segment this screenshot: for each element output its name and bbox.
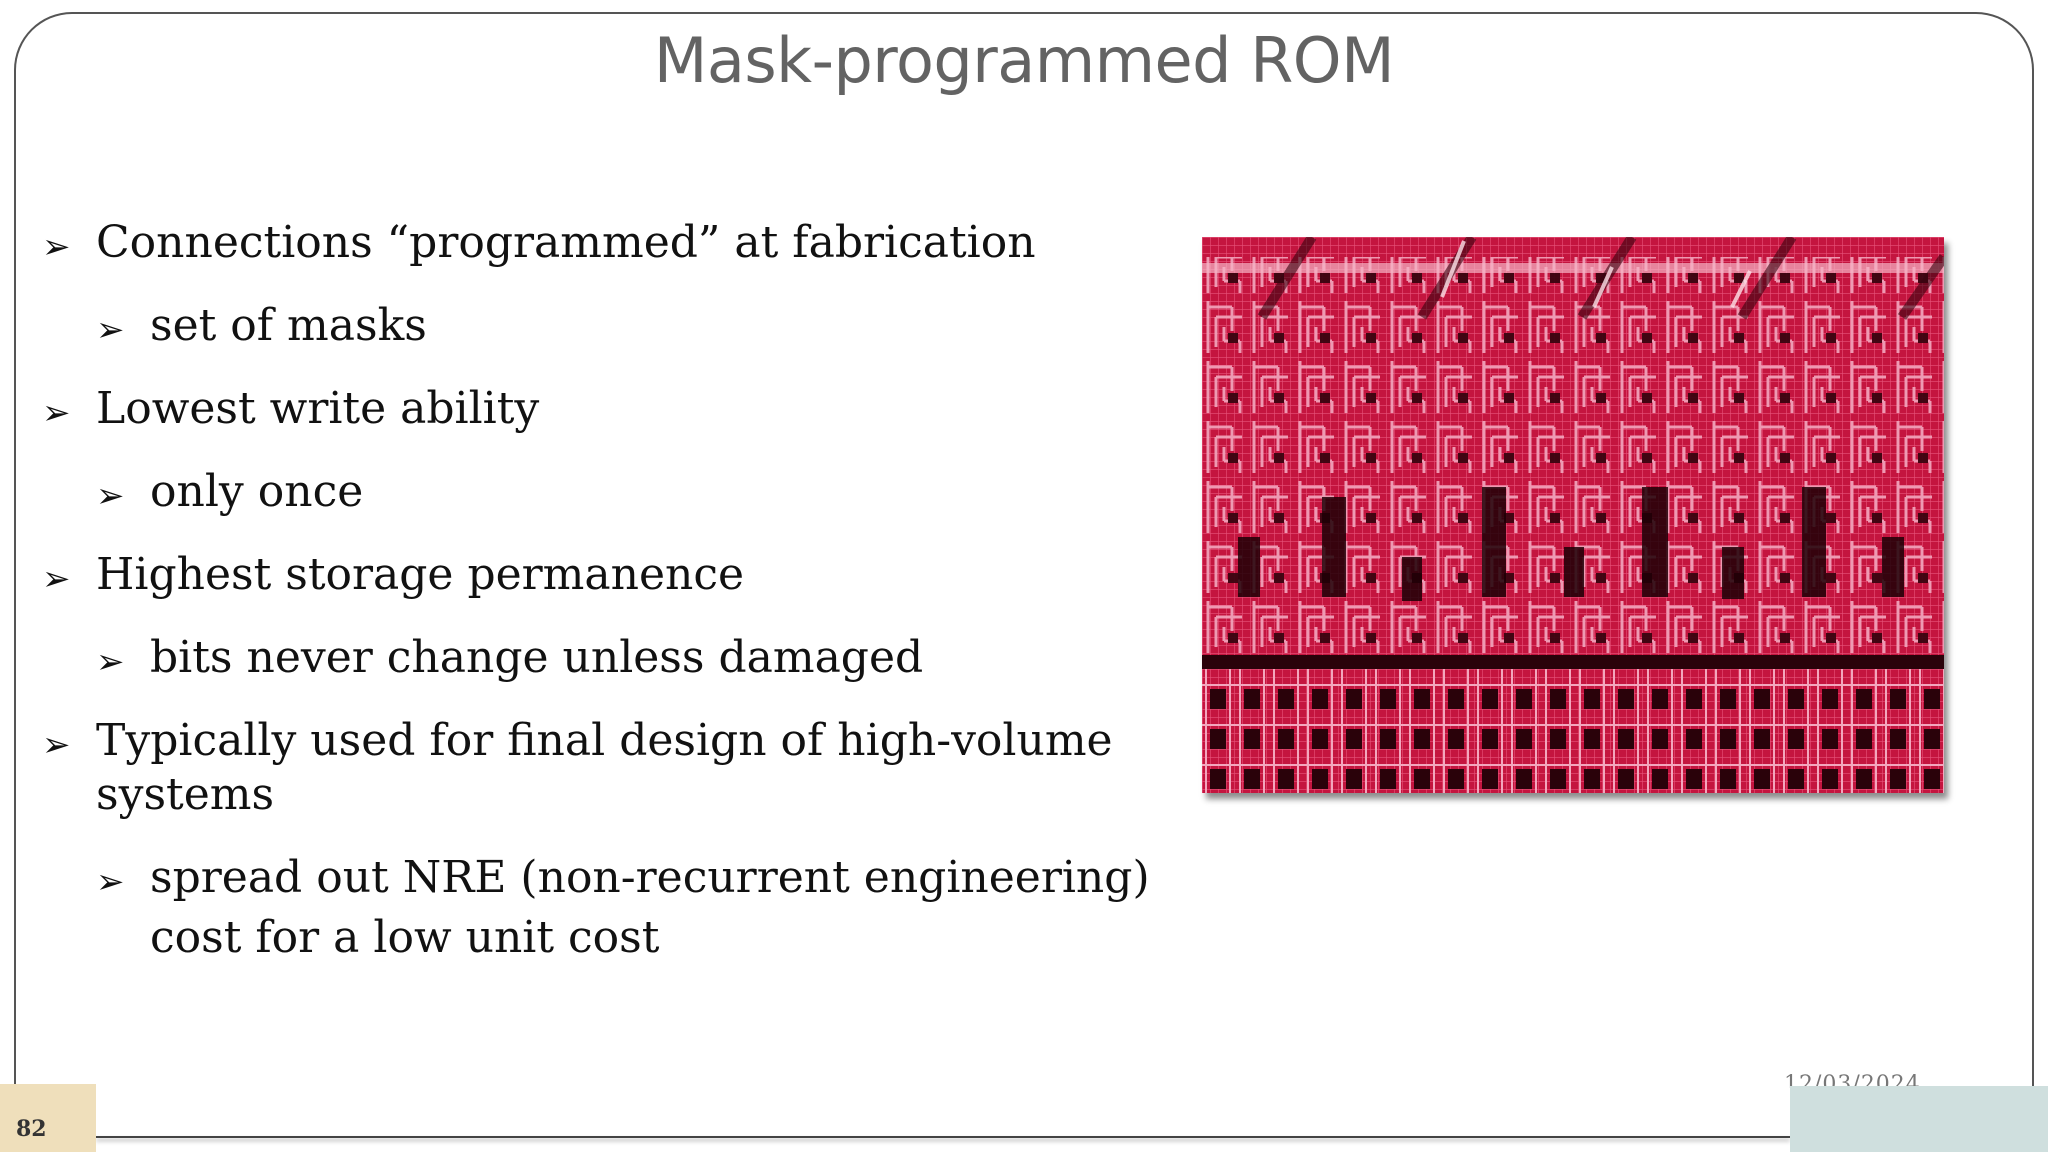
corner-accent-box (1790, 1086, 2048, 1152)
slide-date: 12/03/2024 (1784, 1072, 1921, 1088)
bullet-text: Connections “programmed” at fabrication (96, 217, 1036, 268)
page-number-box (0, 1084, 96, 1152)
rom-die-micrograph-image (1202, 234, 1949, 793)
slide-title: Mask-programmed ROM (653, 24, 1395, 97)
bullet-text: bits never change unless damaged (150, 632, 924, 683)
bottom-rule (96, 1136, 1790, 1138)
bullet-list: ➢ Connections “programmed” at fabricatio… (42, 216, 1182, 986)
arrow-bullet-icon: ➢ (42, 227, 71, 267)
bullet-text: only once (150, 466, 364, 517)
arrow-bullet-icon: ➢ (42, 725, 71, 765)
bullet-item: ➢ Typically used for final design of hig… (42, 714, 1182, 822)
sub-bullet-item: ➢ bits never change unless damaged (42, 628, 1182, 688)
rom-die-micrograph-icon (1202, 234, 1949, 793)
bullet-text: Lowest write ability (96, 383, 540, 434)
arrow-bullet-icon: ➢ (42, 393, 71, 433)
arrow-bullet-icon: ➢ (96, 310, 125, 350)
bullet-item: ➢ Highest storage permanence (42, 548, 1182, 602)
bullet-item: ➢ Connections “programmed” at fabricatio… (42, 216, 1182, 270)
arrow-bullet-icon: ➢ (96, 862, 125, 902)
arrow-bullet-icon: ➢ (96, 642, 125, 682)
page-number: 82 (16, 1116, 47, 1142)
bullet-item: ➢ Lowest write ability (42, 382, 1182, 436)
bullet-text: spread out NRE (non-recurrent engineerin… (150, 852, 1150, 963)
bullet-text: Typically used for final design of high-… (96, 715, 1113, 820)
sub-bullet-item: ➢ only once (42, 462, 1182, 522)
arrow-bullet-icon: ➢ (42, 559, 71, 599)
sub-bullet-item: ➢ spread out NRE (non-recurrent engineer… (42, 848, 1182, 968)
bullet-text: set of masks (150, 300, 427, 351)
sub-bullet-item: ➢ set of masks (42, 296, 1182, 356)
arrow-bullet-icon: ➢ (96, 476, 125, 516)
bullet-text: Highest storage permanence (96, 549, 745, 600)
slide-frame (14, 12, 2034, 1134)
